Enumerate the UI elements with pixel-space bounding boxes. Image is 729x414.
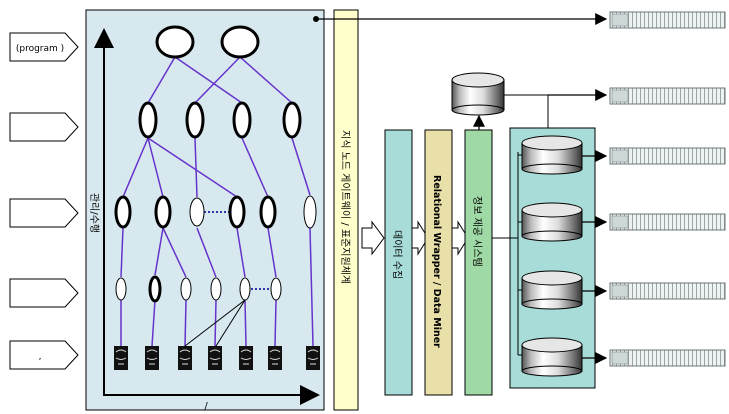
resource-icon-2	[145, 346, 159, 370]
level4-node-3	[180, 277, 192, 301]
server-rack-5	[609, 282, 726, 300]
wrapper-label: Relational Wrapper / Data Miner	[431, 175, 442, 348]
central-database-icon	[451, 72, 505, 116]
server-rack-1	[609, 11, 726, 29]
level3-node-2	[154, 195, 172, 229]
storage-cylinder-4	[518, 337, 583, 377]
root-node-2	[220, 25, 260, 59]
left-label-5-text: ,	[39, 352, 42, 362]
knowledge-tree-panel: 관리/수행 /	[85, 9, 325, 412]
resource-icon-6	[268, 346, 282, 370]
left-label-list: (program ) ,	[9, 32, 79, 370]
pipeline: 데이터 수집 Relational Wrapper / Data Miner 정…	[361, 114, 510, 396]
storage-cylinder-3	[518, 270, 583, 310]
wrapper-column: Relational Wrapper / Data Miner	[424, 129, 453, 396]
resource-icon-3	[178, 346, 192, 370]
info-system-column: 정보 제공 시스템	[464, 129, 493, 396]
server-rack-3	[609, 147, 726, 165]
server-rack-4	[609, 213, 726, 231]
left-label-program: (program )	[9, 32, 79, 62]
left-label-2	[9, 112, 79, 142]
storage-cylinder-2	[518, 202, 583, 242]
resource-icon-1	[114, 346, 128, 370]
pipeline-arrow-3	[451, 220, 469, 256]
server-rack-2	[609, 87, 726, 105]
level2-node-4	[282, 101, 302, 139]
root-node-1	[155, 25, 195, 59]
horizontal-axis-label: /	[204, 401, 208, 412]
storage-cylinder-1	[518, 135, 583, 175]
left-label-4	[9, 278, 79, 308]
vertical-axis-label: 관리/수행	[88, 193, 100, 233]
level4-node-2	[148, 275, 162, 303]
storage-panel	[509, 127, 608, 389]
data-collection-column: 데이터 수집	[384, 129, 413, 396]
level3-node-3	[189, 197, 205, 227]
resource-icon-5	[239, 346, 253, 370]
level2-node-2	[185, 101, 205, 139]
gateway-bar: 지식 노드 게이트웨이 / 표준지원체계	[333, 9, 359, 411]
pipeline-arrow-2	[411, 220, 429, 256]
level4-node-5	[239, 277, 251, 301]
leaf-resource-icons	[114, 346, 320, 370]
tree-edges	[120, 56, 314, 347]
leaf-extra-edges	[184, 299, 246, 347]
left-label-3	[9, 198, 79, 228]
pipeline-arrow-1	[361, 220, 385, 256]
info-system-label: 정보 제공 시스템	[471, 196, 483, 267]
data-collection-label: 데이터 수집	[391, 230, 403, 279]
level4-node-1	[115, 277, 127, 301]
level4-node-4	[210, 277, 222, 301]
left-label-program-text: (program )	[16, 44, 64, 54]
level3-node-5	[259, 195, 277, 229]
resource-icon-7	[306, 346, 320, 370]
server-rack-list	[609, 11, 726, 367]
resource-icon-4	[208, 346, 222, 370]
sibling-dotted-links	[204, 211, 270, 290]
left-label-5: ,	[9, 340, 79, 370]
gateway-label: 지식 노드 게이트웨이 / 표준지원체계	[339, 130, 351, 284]
server-rack-6	[609, 349, 726, 367]
level3-node-1	[114, 195, 132, 229]
level2-node-3	[232, 101, 252, 139]
level4-node-6	[270, 277, 282, 301]
level3-node-4	[228, 195, 246, 229]
level3-node-6	[303, 195, 317, 229]
level2-node-1	[138, 101, 158, 139]
